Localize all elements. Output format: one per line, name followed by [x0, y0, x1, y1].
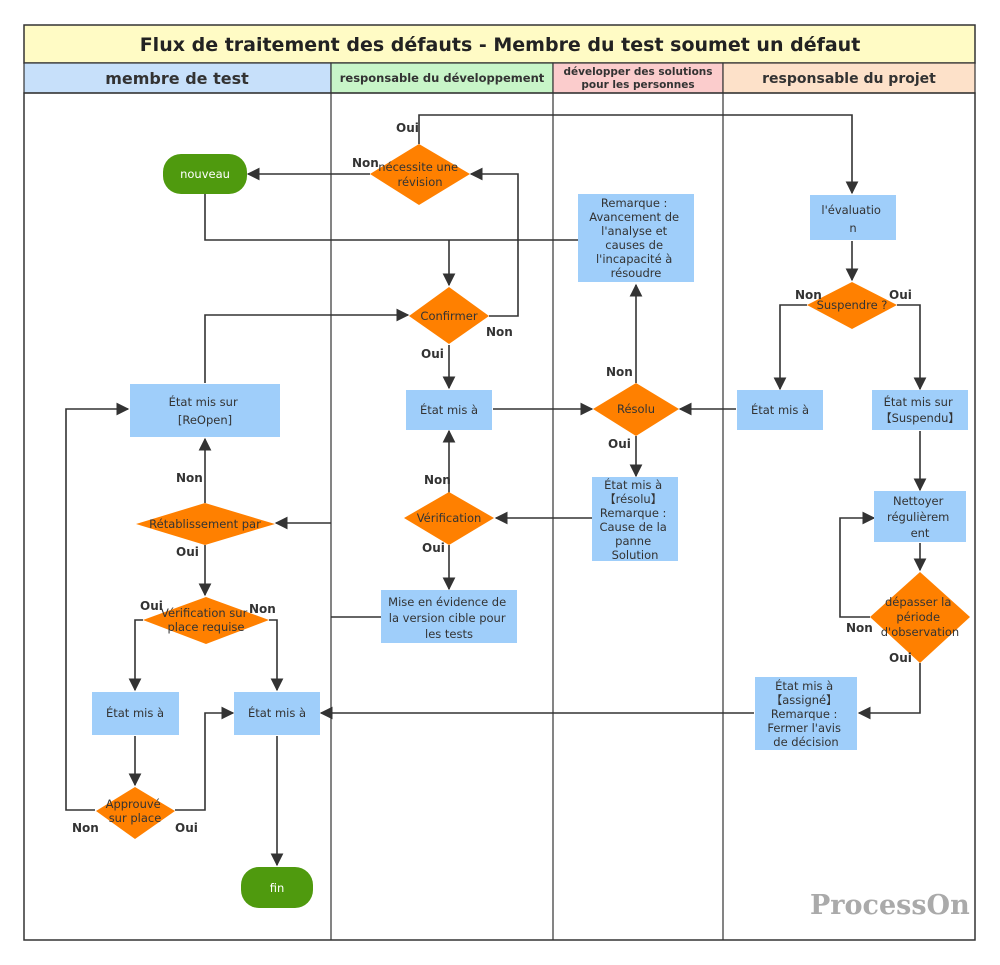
edge: [857, 663, 921, 720]
edge-label-oui: Oui: [889, 288, 912, 302]
evaluation-box: [810, 195, 896, 240]
verif-place-label: Vérification sur place requise: [161, 606, 251, 634]
edge-label-non: Non: [352, 156, 379, 170]
lane-label-developers: développer des solutions: [563, 66, 712, 78]
diagram-title: Flux de traitement des défauts - Membre …: [140, 34, 861, 56]
edge-label-non: Non: [486, 325, 513, 339]
retablissement-label: Rétablissement par: [149, 517, 261, 531]
lane-label-developers-2: pour les personnes: [581, 79, 694, 91]
etat-ma-box: [92, 692, 179, 735]
edge: [773, 304, 807, 391]
edge-label-oui: Oui: [421, 347, 444, 361]
lane-label-test-member: membre de test: [105, 69, 249, 88]
etat-ma-label: État mis à: [106, 705, 164, 720]
etat-ma2-box: [234, 692, 320, 735]
reopen-label: État mis sur [ReOpen]: [169, 394, 242, 427]
etat-dev-box: [406, 390, 492, 430]
mise-evidence-box: [381, 590, 517, 643]
watermark: ProcessOn: [810, 890, 970, 921]
suspendu-label: État mis sur 【Suspendu】: [880, 394, 960, 425]
lane-label-dev-manager: responsable du développement: [340, 71, 545, 85]
nettoyer-box: [874, 491, 966, 542]
resolu-label: Résolu: [617, 402, 655, 416]
edge-label-non: Non: [424, 473, 451, 487]
resolu-decision: [593, 383, 679, 436]
edge-label-oui: Oui: [175, 821, 198, 835]
remarque-analyse-box: [578, 194, 694, 282]
resolu-box: [592, 477, 678, 561]
nouveau-label: nouveau: [180, 167, 230, 181]
evaluation-label: l'évaluatio n: [821, 203, 884, 235]
revision-label: nécessite une révision: [378, 160, 462, 189]
resolu-box-label: État mis à 【résolu】 Remarque : Cause de …: [599, 477, 670, 562]
edge: [65, 402, 130, 811]
approuve-decision: [96, 787, 175, 839]
edge-label-non: Non: [606, 365, 633, 379]
suspendre-label: Suspendre ?: [817, 298, 888, 312]
assigne-label: État mis à 【assigné】 Remarque : Fermer l…: [767, 678, 844, 749]
fin-label: fin: [270, 881, 285, 895]
etat-pm-label: État mis à: [751, 402, 809, 417]
edge: [418, 114, 859, 195]
depasser-decision: [870, 572, 970, 663]
edge-label-non: Non: [249, 602, 276, 616]
edge-label-oui: Oui: [396, 121, 419, 135]
edge-label-oui: Oui: [889, 651, 912, 665]
edge-label-non: Non: [795, 288, 822, 302]
edge-label-oui: Oui: [422, 541, 445, 555]
etat-pm-box: [737, 390, 823, 430]
verif-place-decision: [143, 597, 269, 644]
suspendre-decision: [807, 282, 897, 329]
assigne-box: [755, 677, 857, 750]
edge: [204, 308, 410, 383]
edges: [65, 114, 927, 867]
suspendu-box: [872, 390, 968, 430]
title-bar: [23, 24, 976, 64]
edge: [128, 619, 143, 692]
mise-evidence-label: Mise en évidence de la version cible pou…: [388, 595, 510, 641]
approuve-label: Approuvé sur place: [106, 797, 165, 825]
nettoyer-label: Nettoyer régulièrem ent: [887, 494, 953, 540]
edge-label-non: Non: [846, 621, 873, 635]
nouveau-terminal: [163, 154, 247, 194]
edge: [175, 706, 235, 811]
revision-decision: [370, 144, 470, 205]
verification-decision: [404, 492, 494, 545]
edge-label-oui: Oui: [176, 545, 199, 559]
reopen-box: [130, 384, 280, 437]
edge-label-non: Non: [72, 821, 99, 835]
confirmer-label: Confirmer: [420, 309, 477, 323]
edge-label-oui: Oui: [608, 437, 631, 451]
fin-terminal: [241, 867, 313, 908]
edge: [269, 619, 284, 692]
etat-dev-label: État mis à: [420, 402, 478, 417]
confirmer-decision: [409, 287, 489, 344]
edge: [204, 194, 578, 241]
edge-label-oui: Oui: [140, 599, 163, 613]
lane-body-frame: [23, 92, 976, 941]
edge: [469, 167, 519, 317]
lane-header-test-member: [23, 62, 332, 94]
etat-ma2-label: État mis à: [248, 705, 306, 720]
depasser-label: dépasser la période d'observation: [881, 595, 959, 639]
edge-label-non: Non: [176, 471, 203, 485]
remarque-analyse-label: Remarque : Avancement de l'analyse et ca…: [589, 196, 683, 280]
verification-label: Vérification: [417, 511, 482, 525]
retablissement-decision: [136, 503, 275, 545]
edge: [897, 304, 927, 391]
lane-label-project-manager: responsable du projet: [762, 71, 936, 87]
edge: [839, 511, 876, 618]
